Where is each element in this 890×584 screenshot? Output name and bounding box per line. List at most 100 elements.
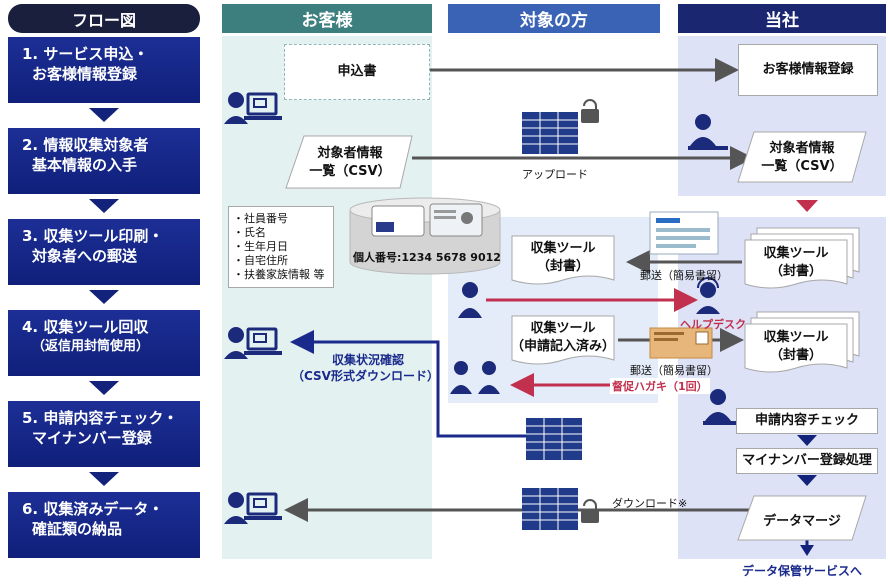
company-operator-icon-2	[703, 389, 743, 425]
customer-csv-label: 対象者情報 一覧（CSV）	[300, 145, 400, 181]
flow-step-6: 6. 収集済みデータ・ 確証類の納品	[8, 492, 200, 558]
flow-step-6-line1: 6. 収集済みデータ・	[22, 500, 164, 518]
helpdesk-operator-icon	[696, 277, 720, 314]
field-dependents: ・扶養家族情報 等	[233, 268, 325, 281]
flow-arrow-1	[89, 108, 119, 122]
application-form-label: 申込書	[337, 64, 377, 79]
doc-target-tool	[511, 235, 615, 285]
target-tool-line1: 収集ツール	[530, 241, 596, 256]
arrow-check-down	[797, 435, 817, 446]
doc-company-tool-b	[744, 311, 860, 373]
storage-service-label: データ保管サービスへ	[742, 564, 863, 578]
lock-icon-2	[581, 499, 599, 523]
customer-registration-label: お客様情報登録	[762, 62, 854, 77]
company-csv-line1: 対象者情報	[769, 141, 835, 156]
company-operator-icon-1	[688, 114, 728, 150]
customer-csv-line1: 対象者情報	[317, 146, 383, 161]
mail1-label: 郵送（簡易書留）	[640, 269, 728, 282]
flow-step-4-line2: （返信用封筒使用）	[32, 339, 150, 354]
customer-header: お客様	[222, 4, 432, 33]
customer-header-label: お客様	[301, 11, 353, 31]
mail2-label: 郵送（簡易書留）	[630, 364, 718, 377]
company-tool-a-line2: （封書）	[769, 264, 822, 279]
target-filled-line2: （申請記入済み）	[510, 339, 615, 354]
mynumber-registration-box: マイナンバー登録処理	[736, 448, 878, 474]
shape-customer-csv	[285, 135, 413, 189]
target-header: 対象の方	[448, 4, 660, 33]
company-tool-b-label: 収集ツール （封書）	[745, 329, 847, 365]
status-check-label: 収集状況確認 （CSV形式ダウンロード）	[292, 352, 439, 384]
arrow-storage-down	[800, 545, 814, 556]
flow-arrow-3	[89, 290, 119, 304]
flow-arrow-4	[89, 381, 119, 395]
company-csv-line2: 一覧（CSV）	[761, 159, 843, 174]
fields-list-box: ・社員番号 ・氏名 ・生年月日 ・自宅住所 ・扶養家族情報 等	[228, 206, 334, 288]
customer-registration-box: お客様情報登録	[738, 44, 878, 96]
mynumber-label: 個人番号:1234 5678 9012	[353, 251, 501, 264]
flow-step-4: 4. 収集ツール回収 （返信用封筒使用）	[8, 310, 200, 376]
flow-step-2-line2: 基本情報の入手	[32, 156, 138, 174]
data-merge-label: データマージ	[763, 514, 841, 529]
field-birthdate: ・生年月日	[233, 240, 288, 253]
application-check-box: 申請内容チェック	[736, 408, 878, 434]
reminder-label: 督促ハガキ（1回）	[610, 378, 710, 394]
flow-header: フロー図	[8, 4, 200, 33]
company-tool-b-line2: （封書）	[769, 348, 822, 363]
download-label: ダウンロード※	[612, 497, 688, 510]
flow-step-2: 2. 情報収集対象者 基本情報の入手	[8, 128, 200, 194]
target-header-label: 対象の方	[520, 11, 588, 31]
target-tool-label: 収集ツール （封書）	[512, 240, 614, 276]
spreadsheet-icon-3	[522, 488, 578, 530]
flow-step-5-line1: 5. 申請内容チェック・	[22, 409, 179, 427]
customer-lane	[222, 36, 432, 559]
company-csv-label: 対象者情報 一覧（CSV）	[752, 140, 852, 176]
customer-pc-icon-2	[224, 327, 282, 359]
company-header: 当社	[678, 4, 886, 33]
flow-arrow-2	[89, 199, 119, 213]
flow-arrow-5	[89, 472, 119, 486]
flow-step-1-line2: お客様情報登録	[32, 65, 138, 83]
company-tool-a-label: 収集ツール （封書）	[745, 245, 847, 281]
target-filled-line1: 収集ツール	[530, 321, 596, 336]
flow-step-5-line2: マイナンバー登録	[32, 429, 152, 447]
company-tool-a-line1: 収集ツール	[763, 246, 829, 261]
helpdesk-label: ヘルプデスク	[680, 318, 746, 331]
flow-step-3-line2: 対象者への郵送	[32, 247, 138, 265]
customer-pc-icon-3	[224, 492, 282, 524]
flow-step-4-line1: 4. 収集ツール回収	[22, 318, 149, 336]
company-tool-b-line1: 収集ツール	[763, 330, 829, 345]
target-tool-line2: （封書）	[536, 259, 589, 274]
field-name: ・氏名	[233, 226, 266, 239]
customer-pc-icon-1	[224, 92, 282, 124]
target-person-icon-1	[458, 282, 482, 318]
status-check-line2: （CSV形式ダウンロード）	[292, 369, 439, 383]
flow-header-label: フロー図	[71, 10, 136, 30]
shape-data-merge	[737, 495, 867, 541]
application-form-box: 申込書	[284, 44, 430, 100]
arrow-company-down	[796, 200, 818, 212]
postcard-form-icon	[649, 211, 719, 255]
id-card-icon	[371, 203, 483, 237]
target-person-icon-2	[450, 361, 500, 394]
application-check-label: 申請内容チェック	[754, 413, 859, 428]
flow-step-1: 1. サービス申込・ お客様情報登録	[8, 37, 200, 103]
flow-step-6-line2: 確証類の納品	[32, 520, 123, 538]
spreadsheet-icon-2	[526, 418, 582, 460]
status-check-line1: 収集状況確認	[331, 353, 404, 367]
mynumber-registration-label: マイナンバー登録処理	[742, 453, 872, 468]
lock-icon-1	[581, 99, 599, 123]
shape-company-csv	[737, 131, 867, 183]
doc-target-filled	[511, 315, 615, 365]
flow-step-1-line1: 1. サービス申込・	[22, 45, 149, 63]
envelope-icon	[649, 327, 713, 359]
flow-step-3-line1: 3. 収集ツール印刷・	[22, 227, 164, 245]
arrow-register-down	[797, 475, 817, 486]
field-employee-number: ・社員番号	[233, 212, 288, 225]
flow-step-2-line1: 2. 情報収集対象者	[22, 136, 149, 154]
flow-step-3: 3. 収集ツール印刷・ 対象者への郵送	[8, 219, 200, 285]
customer-csv-line2: 一覧（CSV）	[309, 164, 391, 179]
company-header-label: 当社	[765, 11, 799, 31]
target-filled-label: 収集ツール （申請記入済み）	[506, 320, 620, 356]
upload-label: アップロード	[522, 168, 588, 181]
